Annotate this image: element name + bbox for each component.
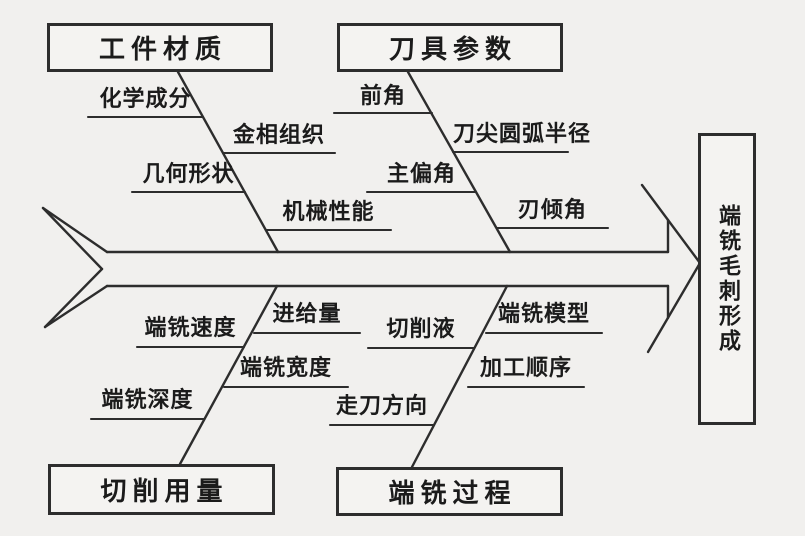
cause-label-blade-inclination: 刃倾角 (517, 198, 587, 223)
cause-label-geometric-shape: 几何形状 (142, 162, 235, 187)
category-box-workpiece-material: 工件材质 (47, 23, 273, 72)
cause-label-milling-width: 端铣宽度 (239, 356, 332, 381)
category-box-tool-parameters: 刀具参数 (337, 23, 563, 72)
head-lower-diagonal (646, 261, 702, 354)
category-label-milling-process: 端铣过程 (388, 479, 517, 509)
cause-label-rake-angle: 前角 (359, 84, 406, 109)
category-label-workpiece-material: 工件材质 (98, 35, 227, 65)
cause-label-milling-depth: 端铣深度 (101, 388, 194, 413)
bone-top-left (176, 70, 280, 254)
tail-lower-outer-line (43, 267, 104, 329)
category-box-cutting-amount: 切削用量 (48, 464, 275, 515)
cause-label-milling-model: 端铣模型 (497, 302, 590, 327)
cause-label-nose-radius: 刀尖圆弧半径 (452, 122, 591, 147)
cause-label-cutting-fluid: 切削液 (386, 317, 456, 342)
tail-upper-outer-line (41, 206, 104, 271)
cause-label-feed-rate: 进给量 (272, 302, 342, 327)
cause-label-tool-path-direction: 走刀方向 (335, 394, 428, 419)
cause-label-mechanical-properties: 机械性能 (282, 200, 375, 225)
effect-box: 端铣毛刺形成 (698, 133, 756, 425)
bone-bottom-left (178, 284, 279, 466)
cause-label-processing-order: 加工顺序 (479, 356, 572, 381)
cause-label-metallographic-structure: 金相组织 (232, 123, 325, 148)
category-label-tool-parameters: 刀具参数 (388, 35, 517, 65)
cause-label-chemical-composition: 化学成分 (99, 87, 192, 112)
cause-label-milling-speed: 端铣速度 (144, 316, 237, 341)
effect-label: 端铣毛刺形成 (715, 204, 740, 354)
cause-label-main-deflection-angle: 主偏角 (386, 162, 456, 187)
bone-bottom-right (410, 284, 509, 469)
category-label-cutting-amount: 切削用量 (100, 477, 229, 507)
tail-upper-inner-line (41, 206, 109, 254)
category-box-milling-process: 端铣过程 (336, 467, 563, 516)
tail-lower-inner-line (43, 284, 109, 329)
bone-top-right (406, 70, 512, 254)
head-upper-diagonal (640, 183, 702, 265)
